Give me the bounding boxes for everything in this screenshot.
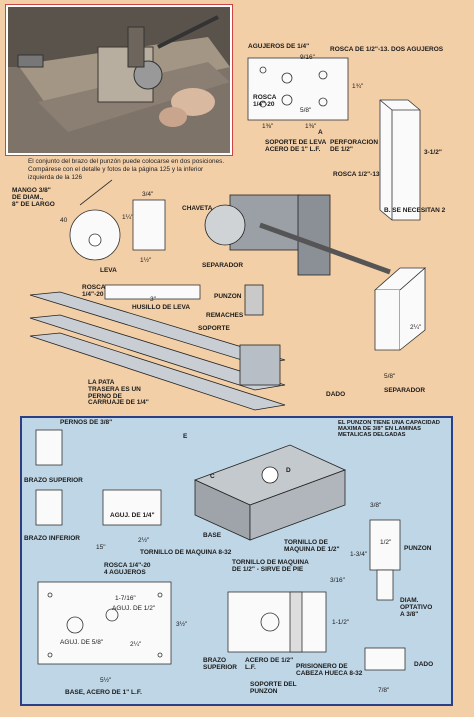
label-2-1-4: 2¼" [410, 324, 422, 331]
cam-support-plate-drawing [247, 57, 349, 121]
base-block-drawing [193, 444, 347, 541]
cam-assembly-drawing [204, 194, 391, 316]
label-3-8: 3/8" [370, 502, 382, 509]
label-2-1-4-b: 2¼" [130, 641, 142, 648]
label-mango: MANGO 3/8" DE DIAM., 8" DE LARGO [12, 187, 55, 208]
label-punzon-top: PUNZON [214, 293, 242, 300]
workshop-photo [6, 5, 232, 155]
label-pernos: PERNOS DE 3/8" [60, 419, 113, 426]
block-b-drawing [379, 99, 421, 221]
cam-lever-drawing [69, 179, 201, 300]
label-e: E [183, 433, 188, 440]
label-rosca-half: ROSCA DE 1/2"-13. DOS AGUJEROS [330, 46, 444, 53]
label-40: 40 [60, 217, 68, 224]
label-dado-top: DADO [326, 391, 346, 398]
label-soporte-leva: SOPORTE DE LEVA ACERO DE 1" L.F. [265, 139, 327, 153]
arm-plan-drawing [35, 429, 162, 526]
label-rosca-quarter-b: ROSCA 1/4"-20 4 AGUJEROS [104, 562, 151, 576]
label-7-8: 7/8" [378, 687, 390, 694]
label-chaveta: CHAVETA [182, 205, 213, 212]
label-15: 15" [96, 544, 106, 551]
label-leva: LEVA [100, 267, 117, 274]
label-separador-right: SEPARADOR [384, 387, 426, 394]
label-dado-low: DADO [414, 661, 434, 668]
label-d: D [286, 467, 291, 474]
label-1-1-2: 1½" [140, 257, 152, 264]
label-husillo: HUSILLO DE LEVA [132, 304, 191, 311]
label-1-1-2-b: 1-1/2" [332, 619, 350, 626]
label-a: A [318, 129, 323, 136]
label-rosca-half-b: ROSCA 1/2"-13 [333, 171, 380, 178]
label-brazo-superior: BRAZO SUPERIOR [24, 477, 83, 484]
label-separador-top: SEPARADOR [202, 262, 244, 269]
label-aguj-quarter: AGUJ. DE 1/4" [110, 512, 155, 519]
label-brazo-inferior: BRAZO INFERIOR [24, 535, 80, 542]
label-3-16: 3/16" [330, 577, 345, 584]
label-se-necesitan: B. SE NECESITAN 2 [384, 207, 446, 214]
punch-support-plan-drawing [227, 591, 327, 653]
label-tornillo-sirve: TORNILLO DE MAQUINA DE 1/2" - SIRVE DE P… [232, 559, 309, 573]
label-prisionero: PRISIONERO DE CABEZA HUECA 8-32 [296, 663, 363, 677]
label-2-1-2: 2½" [138, 537, 150, 544]
label-aguj-5-8: AGUJ. DE 5/8" [60, 639, 104, 646]
label-brazo-superior-b: BRAZO SUPERIOR [203, 657, 237, 671]
label-tornillo-8-32: TORNILLO DE MAQUINA 8-32 [140, 549, 232, 556]
label-tornillo-half: TORNILLO DE MAQUINA DE 1/2" [284, 539, 340, 553]
label-aguj-half: AGUJ. DE 1/2" [112, 605, 156, 612]
label-5-8-b: 5/8" [384, 373, 396, 380]
label-c: C [210, 473, 215, 480]
label-1-3-4: 1¾" [352, 83, 364, 90]
label-base-acero: BASE, ACERO DE 1" L.F. [65, 689, 142, 696]
label-punzon-low: PUNZON [404, 545, 432, 552]
label-1-3-4-b: 1-3/4" [350, 551, 368, 558]
label-diam-optativo: DIAM. OPTATIVO A 3/8" [400, 597, 433, 618]
label-3-1-2-b: 3½" [176, 621, 188, 628]
label-pata-trasera: LA PATA TRASERA ES UN PERNO DE CARRUAJE … [88, 379, 149, 407]
label-soporte-punzon: SOPORTE DEL PUNZON [250, 681, 297, 695]
label-rosca-quarter-top: ROSCA 1/4"-20 [253, 94, 277, 108]
label-1-3-8-b: 1⅜" [305, 123, 317, 130]
label-remaches: REMACHES [206, 312, 244, 319]
label-perforacion: PERFORACION DE 1/2" [330, 139, 379, 153]
punch-die-drawing [364, 519, 406, 671]
arms-drawing [29, 291, 286, 411]
label-9-16: 9/16" [300, 54, 315, 61]
label-3-half: 3-1/2" [424, 149, 442, 156]
label-1-1-4: 1¼" [122, 214, 134, 221]
label-soporte: SOPORTE [198, 325, 230, 332]
label-acero-half: ACERO DE 1/2" L.F. [245, 657, 294, 671]
label-5-1-2: 5½" [100, 677, 112, 684]
label-rosca-quarter-mid: ROSCA 1/4"-20 [82, 284, 106, 298]
label-3-4: 3/4" [142, 191, 154, 198]
label-half-b: 1/2" [380, 539, 392, 546]
label-1-7-16: 1-7/16" [115, 595, 136, 602]
base-plan-drawing [37, 581, 172, 665]
label-capacidad: EL PUNZON TIENE UNA CAPACIDAD MAXIMA DE … [338, 420, 440, 439]
punch-tool-photo [8, 7, 230, 153]
label-5-8: 5/8" [300, 107, 312, 114]
label-3: 3" [150, 296, 156, 303]
photo-caption: El conjunto del brazo del punzón puede c… [28, 158, 225, 181]
label-1-3-8-a: 1⅜" [262, 123, 274, 130]
label-base: BASE [203, 532, 222, 539]
spacer-bracket-drawing [373, 267, 427, 351]
label-agujeros: AGUJEROS DE 1/4" [248, 43, 310, 50]
